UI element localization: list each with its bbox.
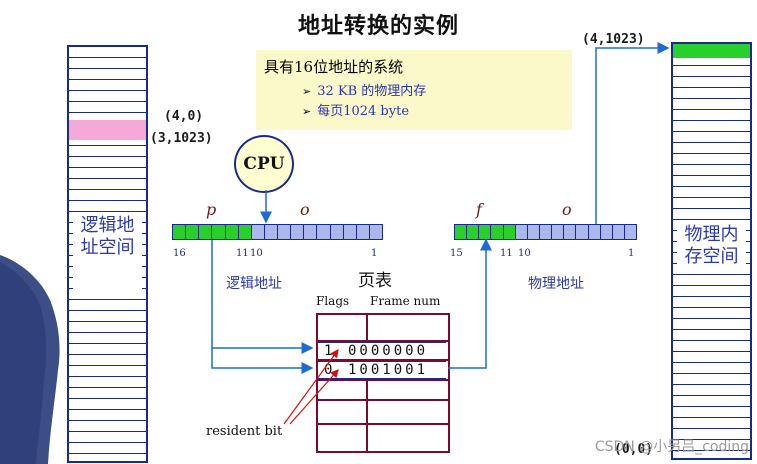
logical-address-register (172, 224, 383, 240)
page-table-frame-1: 1001001 (348, 362, 429, 378)
physical-address-caption: 物理地址 (528, 276, 584, 292)
physical-bit-15: 15 (450, 248, 463, 259)
page-table-col-flags: Flags (316, 294, 350, 308)
info-item-memory: ➢ 32 KB 的物理内存 (302, 80, 426, 99)
logical-bit-1: 1 (371, 248, 378, 259)
arrow-bullet-icon: ➢ (302, 85, 312, 98)
page-table-frame-0: 0000000 (348, 343, 429, 359)
page-table: 1 0000000 0 1001001 (316, 313, 450, 453)
logical-address-caption: 逻辑地址 (226, 276, 282, 292)
physical-frame-highlight (673, 44, 750, 58)
page-table-row: 1 0000000 (318, 342, 446, 360)
physical-coord-bottom: (0,0) (614, 442, 654, 457)
system-info-heading: 具有16位地址的系统 (264, 58, 404, 76)
logical-bit-10: 10 (250, 248, 263, 259)
frame-to-physical-arrow (448, 238, 492, 369)
logical-memory-column: 逻辑地址空间 (67, 45, 148, 463)
page-table-flag-1: 0 (324, 362, 336, 378)
physical-bit-11: 11 (500, 248, 513, 259)
physical-f-label: f (476, 200, 482, 219)
logical-coord-bottom: (3,1023) (150, 131, 213, 146)
physical-address-register (454, 224, 637, 240)
page-index-arrow-2 (211, 348, 314, 374)
resident-bit-label: resident bit (206, 424, 283, 439)
page-title: 地址转换的实例 (297, 13, 459, 39)
logical-o-label: o (300, 200, 310, 219)
page-table-col-frame: Frame num (370, 294, 441, 308)
physical-to-memory-arrow (595, 42, 670, 224)
page-table-title: 页表 (358, 271, 392, 291)
info-item-pagesize: ➢ 每页1024 byte (302, 100, 409, 119)
physical-bit-10: 10 (518, 248, 531, 259)
logical-page-highlight (69, 120, 146, 140)
cpu-node: CPU (234, 135, 294, 193)
page-table-divider (366, 315, 368, 451)
arrow-bullet-icon: ➢ (302, 105, 312, 118)
info-item-memory-text: 32 KB 的物理内存 (317, 84, 427, 99)
physical-coord-top: (4,1023) (582, 32, 645, 47)
physical-memory-column: 物理内存空间 (671, 42, 752, 460)
physical-o-label: o (562, 200, 572, 219)
watermark: CSDN @小另吕_coding (594, 439, 749, 455)
logical-bit-11: 11 (236, 248, 249, 259)
logical-bit-16: 16 (173, 248, 186, 259)
physical-bit-1: 1 (628, 248, 635, 259)
page-table-flag-0: 1 (324, 343, 336, 359)
info-item-pagesize-text: 每页1024 byte (317, 104, 410, 119)
logical-coord-top: (4,0) (164, 109, 204, 124)
logical-memory-label: 逻辑地址空间 (73, 215, 142, 291)
page-table-row: 0 1001001 (318, 361, 446, 379)
physical-memory-label: 物理内存空间 (677, 224, 746, 272)
logical-p-label: p (206, 200, 217, 219)
system-info-box: 具有16位地址的系统 ➢ 32 KB 的物理内存 ➢ 每页1024 byte (256, 50, 572, 130)
